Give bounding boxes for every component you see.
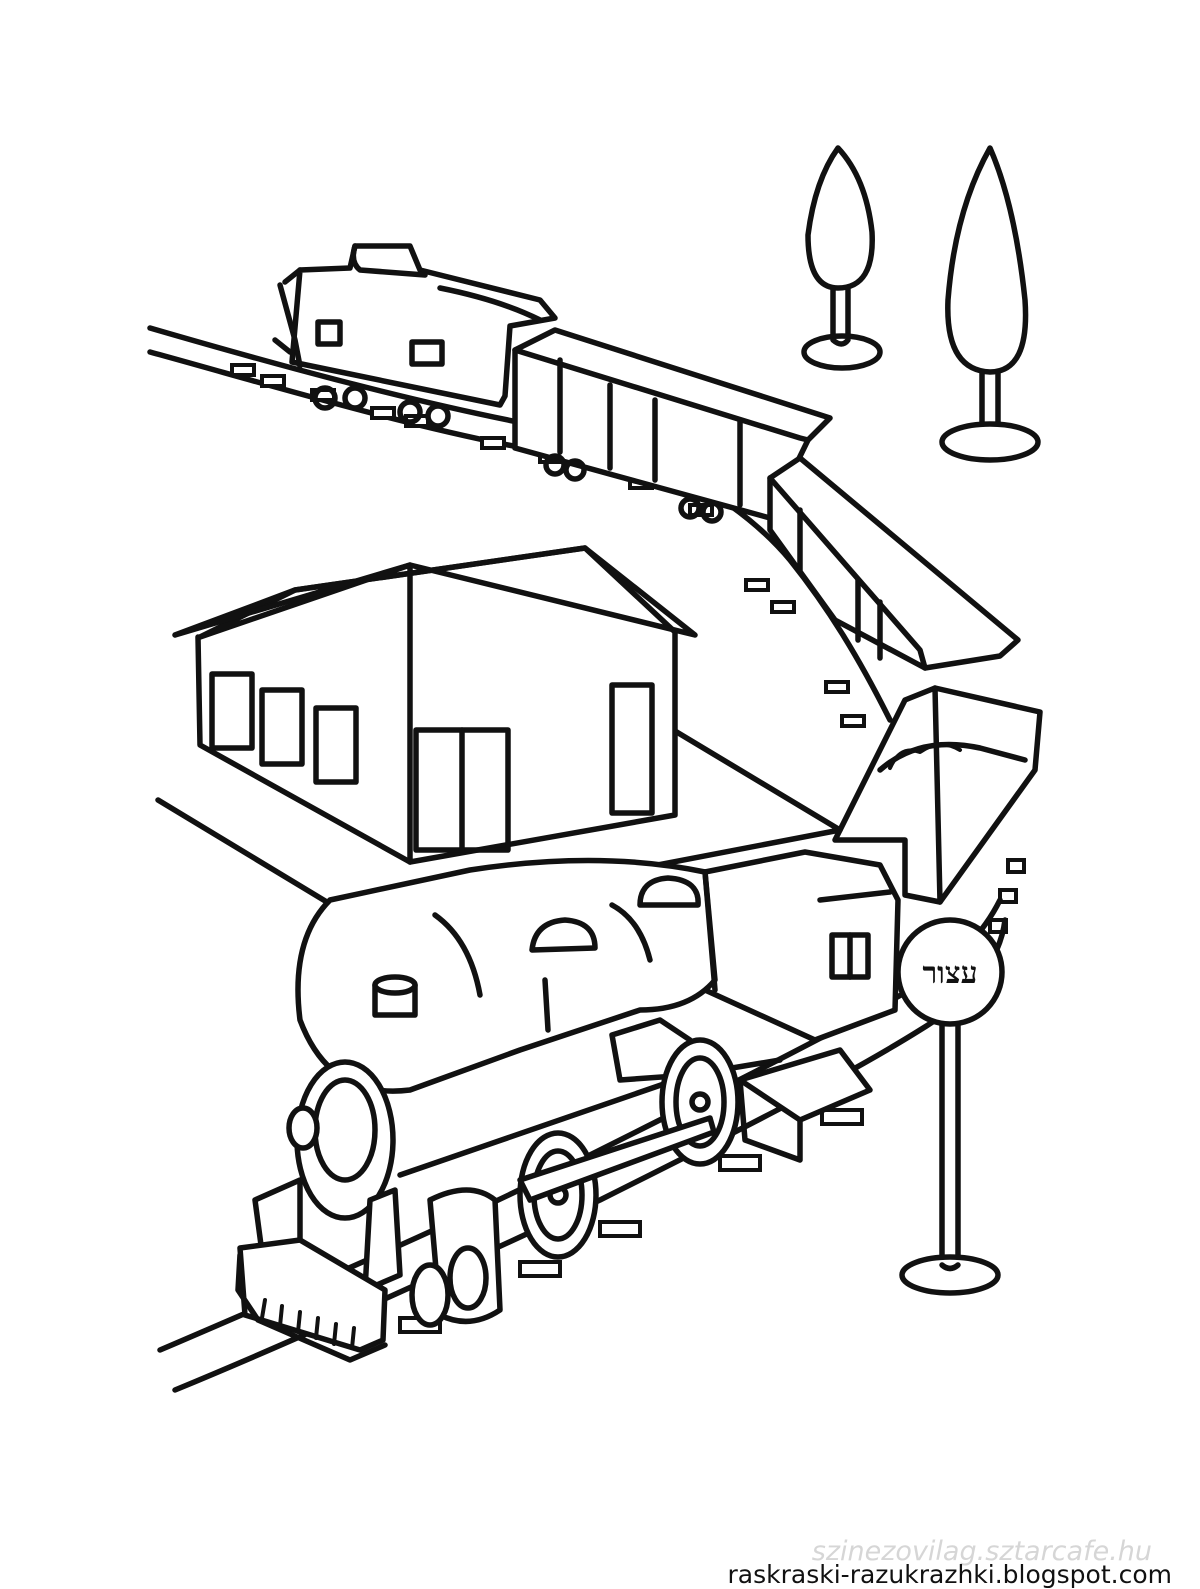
boxcar-1 [512, 327, 833, 524]
site-watermark: raskraski-razukrazhki.blogspot.com [727, 1560, 1172, 1589]
stop-sign-label: עצור [922, 956, 977, 991]
caboose [272, 243, 558, 429]
steam-locomotive [235, 849, 901, 1363]
gondola-car [832, 685, 1043, 966]
boxcar-2 [767, 455, 1021, 671]
tree-right [939, 145, 1041, 463]
tree-left [801, 145, 883, 371]
faint-watermark: szinezovilag.sztarcafe.hu [811, 1536, 1152, 1567]
stop-sign: עצור [895, 917, 1005, 1296]
